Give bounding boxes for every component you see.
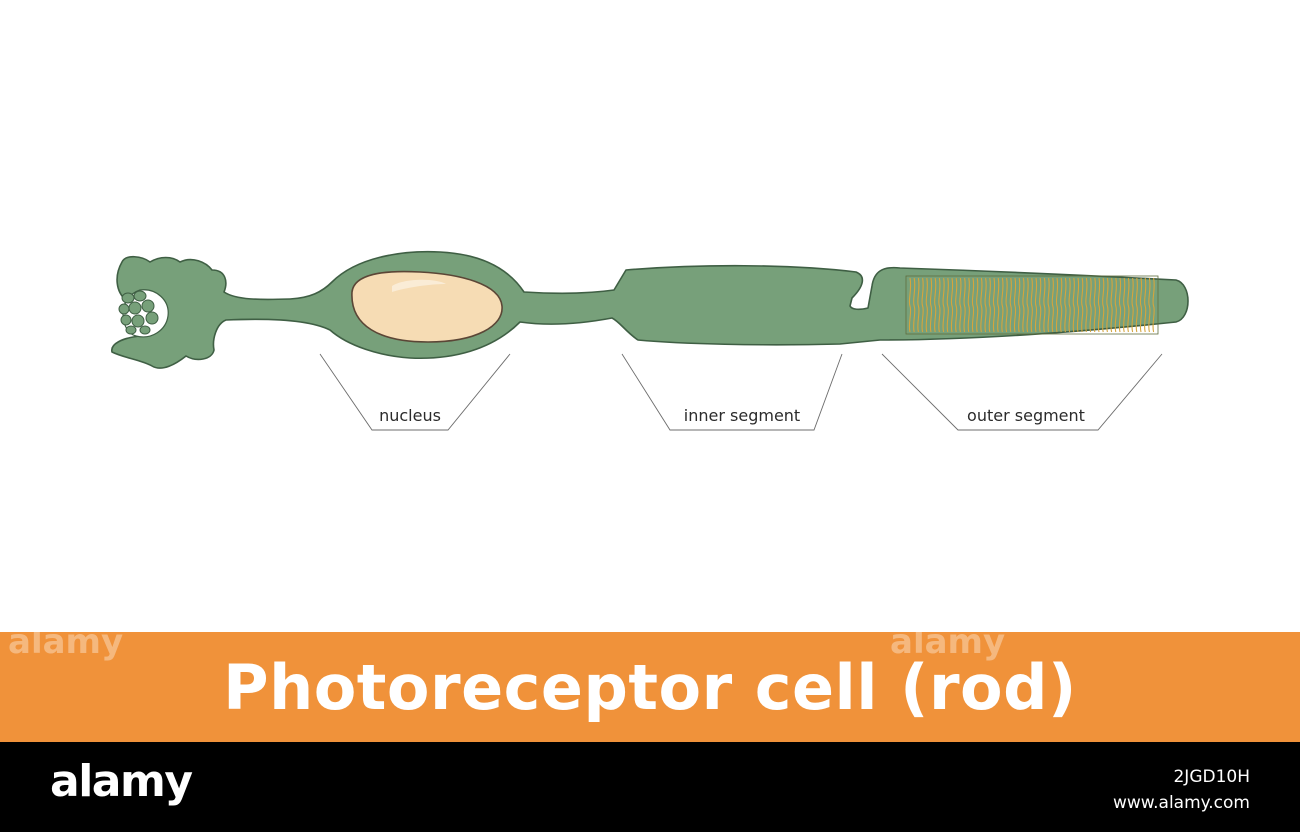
footer-url[interactable]: www.alamy.com — [1112, 793, 1250, 813]
disc-line — [1043, 277, 1046, 333]
disc-line — [1064, 277, 1067, 333]
page-title: Photoreceptor cell (rod) — [223, 650, 1077, 724]
disc-line — [1055, 277, 1059, 333]
nucleus-leader-line — [319, 353, 511, 431]
disc-line — [1034, 277, 1038, 333]
disc-stack-frame — [905, 275, 1159, 335]
disc-line — [1089, 277, 1092, 333]
disc-line — [1005, 277, 1008, 333]
disc-line — [984, 277, 987, 333]
disc-line — [925, 277, 928, 333]
inner-segment-leader-line — [621, 353, 843, 431]
disc-line — [1139, 277, 1143, 333]
disc-line — [1118, 277, 1122, 333]
footer-credit: 2JGD10H www.alamy.com — [1113, 764, 1250, 816]
disc-line — [1013, 277, 1017, 333]
watermark-ghost-right: alamy — [890, 632, 1006, 662]
rod-cell-diagram: nucleus inner segment outer segment — [111, 250, 1189, 431]
disc-line — [1068, 277, 1071, 333]
disc-line — [980, 277, 983, 333]
synaptic-vesicles — [118, 290, 159, 335]
disc-line — [1152, 277, 1155, 333]
disc-line — [1039, 277, 1042, 333]
disc-line — [1097, 277, 1101, 333]
disc-line — [959, 277, 962, 333]
disc-line — [917, 277, 920, 333]
disc-line — [971, 277, 975, 333]
inner-segment-label: inner segment — [684, 406, 800, 425]
disc-line — [988, 277, 991, 333]
disc-line — [992, 277, 996, 333]
disc-line — [997, 277, 1000, 333]
disc-line — [1081, 277, 1084, 333]
alamy-logo: alamy — [50, 756, 193, 807]
nucleus-label: nucleus — [379, 406, 441, 425]
disc-line — [913, 277, 916, 333]
disc-stack — [908, 277, 1155, 333]
disc-line — [1076, 277, 1080, 333]
disc-line — [1148, 277, 1151, 333]
disc-line — [1001, 277, 1004, 333]
disc-line — [976, 277, 979, 333]
title-band: alamy alamy Photoreceptor cell (rod) — [0, 632, 1300, 742]
disc-line — [950, 277, 954, 333]
disc-line — [1072, 277, 1075, 333]
disc-line — [934, 277, 937, 333]
disc-line — [1135, 277, 1138, 333]
disc-line — [1018, 277, 1021, 333]
nucleus-highlight — [392, 279, 446, 292]
outer-segment-leader-line — [881, 353, 1163, 431]
disc-line — [1114, 277, 1117, 333]
disc-line — [1030, 277, 1033, 333]
disc-line — [929, 277, 933, 333]
disc-line — [1093, 277, 1096, 333]
disc-line — [946, 277, 949, 333]
image-id: 2JGD10H — [1173, 767, 1250, 787]
disc-line — [967, 277, 970, 333]
disc-line — [1060, 277, 1063, 333]
disc-line — [921, 277, 924, 333]
nucleus-shape — [351, 270, 503, 343]
disc-line — [942, 277, 945, 333]
disc-line — [1106, 277, 1109, 333]
disc-line — [1047, 277, 1050, 333]
disc-line — [1102, 277, 1105, 333]
disc-line — [1009, 277, 1012, 333]
outer-segment-label: outer segment — [967, 406, 1085, 425]
disc-line — [1051, 277, 1054, 333]
disc-line — [963, 277, 966, 333]
disc-line — [1022, 277, 1025, 333]
disc-line — [938, 277, 941, 333]
disc-line — [1127, 277, 1130, 333]
watermark-ghost-left: alamy — [8, 632, 124, 662]
disc-line — [1085, 277, 1088, 333]
disc-line — [1110, 277, 1113, 333]
disc-line — [955, 277, 958, 333]
disc-line — [1123, 277, 1126, 333]
disc-line — [1026, 277, 1029, 333]
cell-body-shape — [111, 250, 1189, 369]
disc-line — [1144, 277, 1147, 333]
disc-line — [908, 277, 912, 333]
footer-bar: alamy 2JGD10H www.alamy.com — [0, 742, 1300, 832]
disc-line — [1131, 277, 1134, 333]
